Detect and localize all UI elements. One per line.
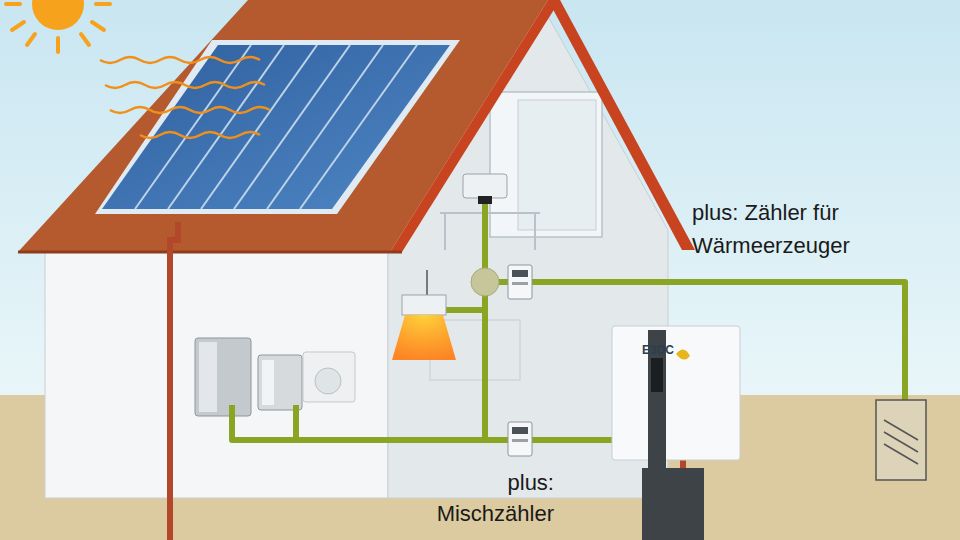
roof: [18, 0, 695, 252]
brand-logo: E3DC: [612, 343, 674, 357]
heat-generator: [876, 400, 926, 480]
sun: [6, 0, 110, 52]
appliances: [195, 338, 355, 416]
dc-pipes: [170, 222, 683, 540]
meter-note: plus: Mischzähler: [398, 468, 554, 530]
e3dc-storage: [612, 326, 740, 540]
sun-rays: [100, 57, 270, 138]
meter-note: plus: Zähler für Wärmeerzeuger: [692, 196, 920, 262]
solar-panel: [95, 40, 460, 214]
meters: [508, 265, 532, 456]
lamps: [392, 174, 507, 360]
